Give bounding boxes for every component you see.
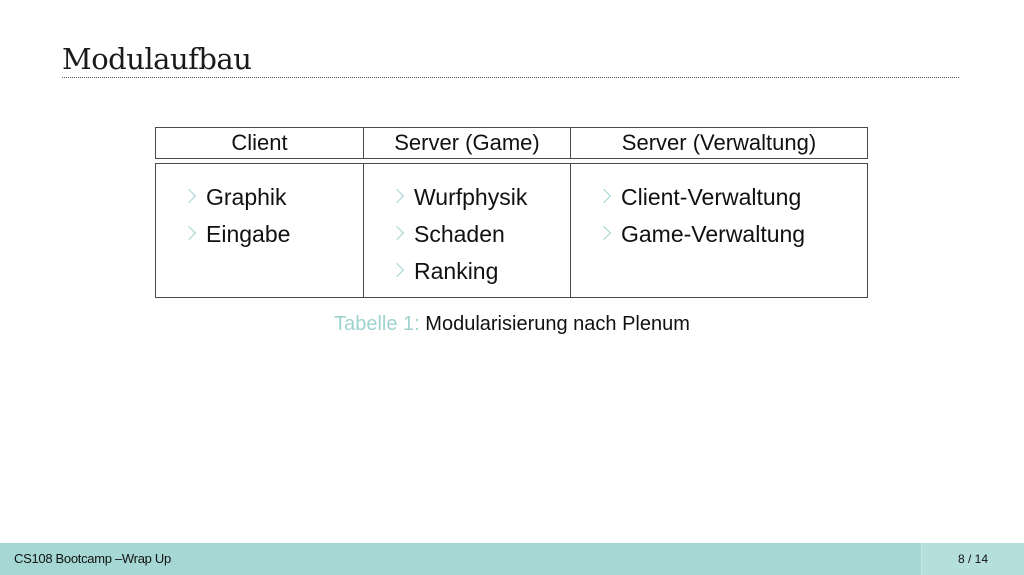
- chevron-right-icon: [596, 188, 612, 203]
- header-server-verwaltung: Server (Verwaltung): [621, 130, 817, 155]
- chevron-right-icon: [181, 188, 197, 203]
- footer-title: CS108 Bootcamp –Wrap Up: [14, 551, 171, 566]
- list-item-text: Eingabe: [206, 221, 291, 247]
- table-header-row: Client Server (Game) Server (Verwaltung): [155, 127, 868, 159]
- list-item: Wurfphysik: [389, 179, 570, 216]
- list-item: Eingabe: [181, 216, 363, 253]
- page-number: 8 / 14: [922, 543, 1024, 575]
- list-item-text: Client-Verwaltung: [621, 184, 802, 210]
- caption-text: Modularisierung nach Plenum: [425, 313, 690, 335]
- list-item: Client-Verwaltung: [596, 179, 867, 216]
- chevron-right-icon: [389, 225, 405, 240]
- list-item: Ranking: [389, 253, 570, 290]
- chevron-right-icon: [596, 225, 612, 240]
- chevron-right-icon: [389, 188, 405, 203]
- list-item-text: Ranking: [414, 258, 499, 284]
- column-client: Graphik Eingabe: [156, 164, 364, 297]
- list-item-text: Wurfphysik: [414, 184, 528, 210]
- list-item: Graphik: [181, 179, 363, 216]
- module-table: Client Server (Game) Server (Verwaltung)…: [155, 127, 868, 298]
- footer-divider: [921, 543, 922, 575]
- chevron-right-icon: [389, 262, 405, 277]
- list-item-text: Schaden: [414, 221, 505, 247]
- list-item: Schaden: [389, 216, 570, 253]
- table-caption: Tabelle 1: Modularisierung nach Plenum: [0, 313, 1024, 336]
- header-client: Client: [156, 128, 364, 158]
- column-server-game: Wurfphysik Schaden Ranking: [364, 164, 571, 297]
- title-divider: [62, 77, 959, 78]
- footer-bar: CS108 Bootcamp –Wrap Up 8 / 14: [0, 543, 1024, 575]
- slide-title: Modulaufbau: [62, 42, 252, 76]
- caption-label: Tabelle 1:: [334, 313, 420, 335]
- list-item-text: Graphik: [206, 184, 287, 210]
- column-server-verwaltung: Client-Verwaltung Game-Verwaltung: [571, 164, 867, 297]
- table-body-row: Graphik Eingabe Wurfphysik Schaden Ranki…: [155, 163, 868, 298]
- list-item-text: Game-Verwaltung: [621, 221, 806, 247]
- header-server-game: Server (Game): [364, 128, 571, 158]
- list-item: Game-Verwaltung: [596, 216, 867, 253]
- chevron-right-icon: [181, 225, 197, 240]
